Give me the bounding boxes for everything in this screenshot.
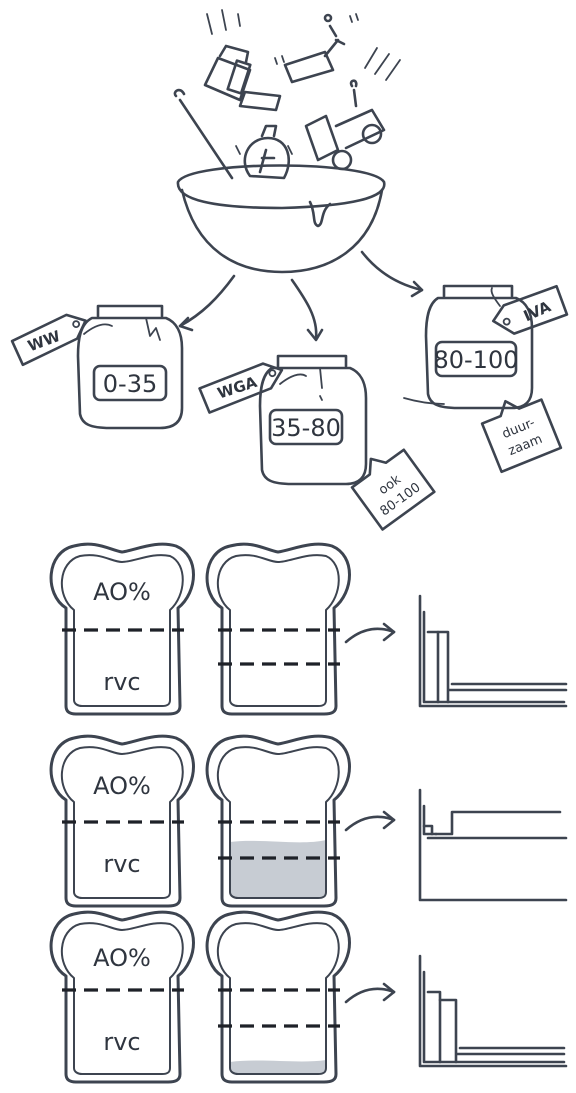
bread-slice-filled [207,736,349,906]
bread-top-label: AO% [93,578,151,606]
jar-iva-range: 80-100 [433,346,518,374]
toy-train-icon [306,81,384,169]
bread-slice-labeled: AO% rvc [51,544,193,714]
bowl-icon [178,166,384,273]
jar-iva: 80-100 IVA duur- zaam [404,283,569,472]
row-arrow [346,624,394,642]
bread-fill-level [230,840,326,898]
jar-wga-range: 35-80 [271,414,341,442]
money-bag-icon [245,126,289,178]
jar-iva-note: duur- zaam [478,388,561,471]
bread-top-label: AO% [93,944,151,972]
bread-row-2: AO% rvc [51,736,566,906]
bread-row-1: AO% rvc [51,544,566,714]
step-graph [420,790,566,900]
bread-slice-labeled: AO% rvc [51,912,193,1082]
bread-slice-plain [207,544,349,714]
row-arrow [346,984,394,1002]
bread-top-label: AO% [93,772,151,800]
jar-wga-tag: WGA [215,373,259,403]
motion-lines [207,10,400,154]
bread-slice-filled [207,912,349,1082]
step-graph [420,956,566,1066]
spoon-icon [175,90,232,178]
jar-wga: 35-80 WGA ook 80-100 [198,356,434,529]
bottle-icon [285,15,344,82]
bread-bottom-label: rvc [103,668,140,696]
scale-icon [205,46,280,110]
row-arrow [346,812,394,830]
bread-bottom-label: rvc [103,1028,140,1056]
bowl-arrows [180,252,422,340]
jar-ww-range: 0-35 [103,370,157,398]
mixing-bowl-scene [175,10,422,340]
bread-slice-labeled: AO% rvc [51,736,193,906]
step-graph [420,596,566,706]
jar-ww: 0-35 WW [10,306,182,428]
bread-bottom-label: rvc [103,850,140,878]
jar-wga-note: ook 80-100 [345,440,434,529]
bread-fill-level [230,1060,326,1074]
bread-row-3: AO% rvc [51,912,566,1082]
